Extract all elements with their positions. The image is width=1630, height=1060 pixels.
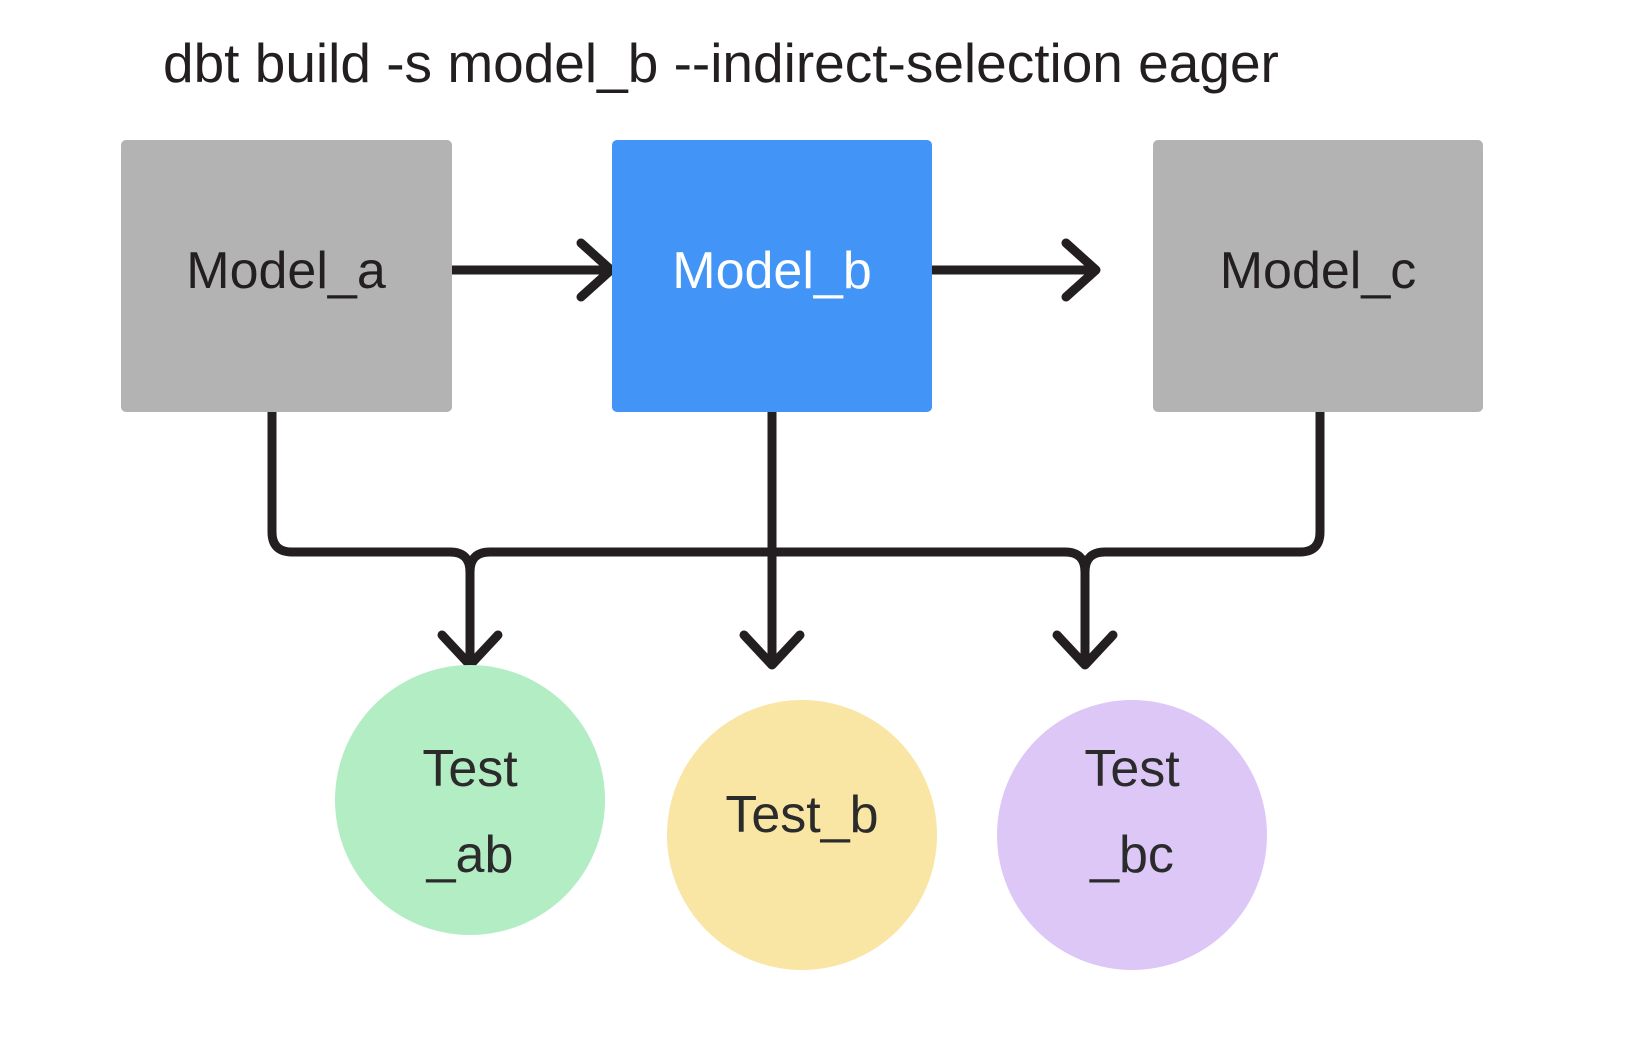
test-b-label-line1: Test_b [725, 786, 878, 844]
edge-line [767, 547, 1090, 665]
edge-model-b-to-test-ab [465, 547, 777, 577]
test-ab-label-line2: _ab [426, 826, 514, 884]
model-c-label: Model_c [1220, 242, 1417, 300]
model-c-box[interactable] [1153, 140, 1483, 412]
edge-line [267, 395, 475, 665]
edge-line [465, 547, 777, 577]
arrowhead-icon [739, 630, 805, 670]
model-b-box[interactable] [612, 140, 932, 412]
test-ab-circle[interactable] [335, 665, 605, 935]
test-ab-label-line1: Test [422, 740, 518, 798]
test-bc-label-line2: _bc [1089, 826, 1174, 884]
arrowhead-icon [1061, 238, 1101, 302]
edge-model-a-to-model-b [447, 238, 616, 302]
node-test-b[interactable]: Test_b [667, 700, 937, 970]
edge-model-b-to-test-b [739, 395, 805, 670]
node-model-a[interactable]: Model_a [121, 140, 452, 412]
node-test-ab[interactable]: Test _ab [335, 665, 605, 935]
node-test-bc[interactable]: Test _bc [997, 700, 1267, 970]
edge-model-c-to-test-bc [1080, 395, 1325, 577]
edge-model-b-to-model-c [926, 238, 1101, 302]
node-model-b[interactable]: Model_b [612, 140, 932, 412]
model-b-label: Model_b [672, 242, 871, 300]
edge-line [1080, 395, 1325, 577]
test-b-circle[interactable] [667, 700, 937, 970]
edge-model-a-to-test-ab [267, 395, 503, 670]
arrowhead-icon [1052, 630, 1118, 670]
node-model-c[interactable]: Model_c [1153, 140, 1483, 412]
model-a-box[interactable] [121, 140, 452, 412]
test-bc-label-line1: Test [1084, 740, 1180, 798]
arrowhead-icon [576, 238, 616, 302]
test-bc-circle[interactable] [997, 700, 1267, 970]
model-a-label: Model_a [186, 242, 386, 300]
edge-model-b-to-test-bc [767, 547, 1118, 670]
diagram-title: dbt build -s model_b --indirect-selectio… [163, 32, 1279, 94]
